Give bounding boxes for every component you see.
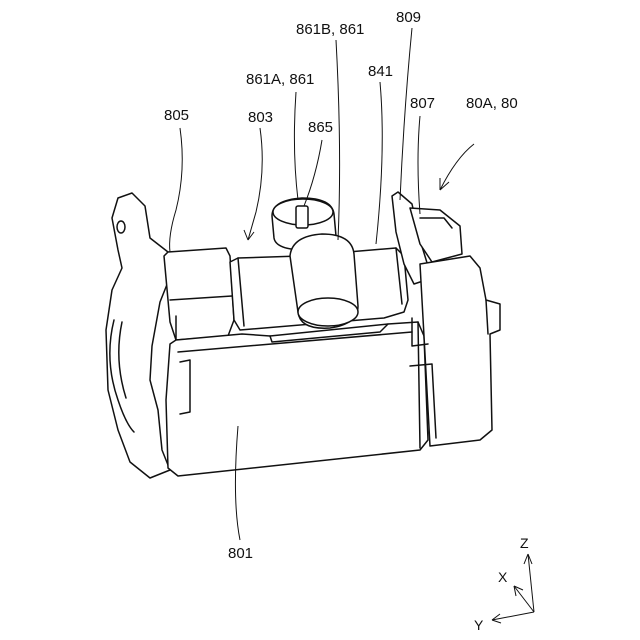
coordinate-axes: Z X Y xyxy=(474,535,534,633)
left-flange xyxy=(106,193,170,478)
device-drawing xyxy=(106,192,500,478)
leader-80A xyxy=(440,144,474,190)
arrow-80A xyxy=(440,178,449,190)
label-861A: 861A, 861 xyxy=(246,71,314,88)
leader-861B xyxy=(336,40,340,240)
leader-861A xyxy=(294,92,298,200)
label-803: 803 xyxy=(248,109,273,126)
leader-809 xyxy=(400,28,412,200)
axis-y-label: Y xyxy=(474,617,484,633)
axis-y-line xyxy=(492,612,534,620)
main-body xyxy=(166,322,428,476)
axis-z-label: Z xyxy=(520,535,529,551)
label-807: 807 xyxy=(410,95,435,112)
axis-x-line xyxy=(514,586,534,612)
label-80A: 80A, 80 xyxy=(466,95,518,112)
leader-841 xyxy=(376,82,382,244)
leader-865 xyxy=(304,140,322,206)
left-upper-box xyxy=(164,248,234,340)
label-865: 865 xyxy=(308,119,333,136)
leader-807 xyxy=(418,116,420,214)
label-809: 809 xyxy=(396,9,421,26)
leader-803 xyxy=(248,128,262,240)
label-841: 841 xyxy=(368,63,393,80)
label-805: 805 xyxy=(164,107,189,124)
axis-x-label: X xyxy=(498,569,508,585)
label-861B: 861B, 861 xyxy=(296,21,364,38)
leader-805 xyxy=(170,128,183,252)
label-801: 801 xyxy=(228,545,253,562)
